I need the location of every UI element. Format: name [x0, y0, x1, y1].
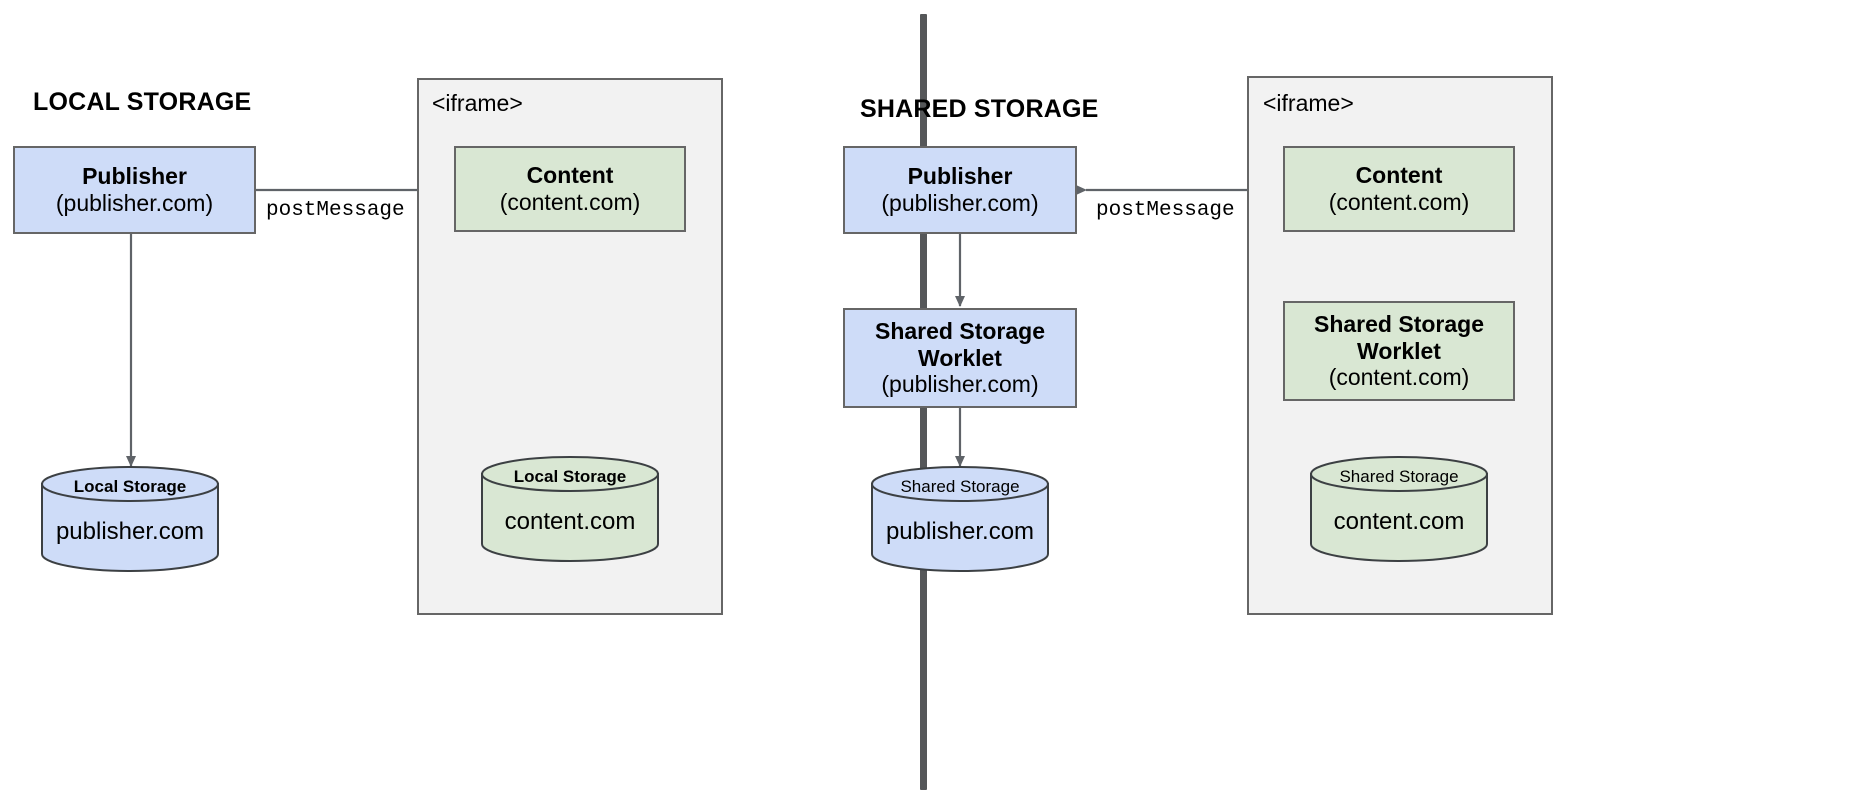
right-content-storage-cap: Shared Storage: [1339, 467, 1459, 486]
right-content-worklet-title: Shared Storage Worklet: [1314, 310, 1484, 364]
right-publisher-worklet-title: Shared Storage Worklet: [875, 317, 1045, 371]
right-content-title: Content: [1355, 162, 1443, 189]
right-publisher-node[interactable]: Publisher (publisher.com): [843, 146, 1077, 234]
left-content-storage-cylinder[interactable]: Local Storage content.com: [481, 456, 659, 562]
left-content-subtitle: (content.com): [499, 189, 641, 215]
left-section-title: LOCAL STORAGE: [33, 88, 252, 116]
right-publisher-storage-cylinder[interactable]: Shared Storage publisher.com: [871, 466, 1049, 572]
left-publisher-storage-cylinder[interactable]: Local Storage publisher.com: [41, 466, 219, 572]
right-publisher-subtitle: (publisher.com): [881, 190, 1039, 216]
right-content-storage-body: content.com: [1333, 508, 1465, 535]
left-publisher-subtitle: (publisher.com): [55, 190, 214, 216]
right-iframe-label: <iframe>: [1263, 90, 1354, 116]
left-content-node[interactable]: Content (content.com): [454, 146, 686, 232]
right-content-worklet-node[interactable]: Shared Storage Worklet (content.com): [1283, 301, 1515, 401]
left-content-storage-body: content.com: [504, 508, 636, 535]
left-content-storage-cap: Local Storage: [513, 467, 627, 486]
right-content-node[interactable]: Content (content.com): [1283, 146, 1515, 232]
right-publisher-worklet-node[interactable]: Shared Storage Worklet (publisher.com): [843, 308, 1077, 408]
left-postmessage-label: postMessage: [266, 199, 405, 222]
right-publisher-title: Publisher: [907, 163, 1013, 190]
left-publisher-storage-body: publisher.com: [55, 518, 205, 545]
left-publisher-node[interactable]: Publisher (publisher.com): [13, 146, 256, 234]
right-content-subtitle: (content.com): [1328, 189, 1470, 215]
right-publisher-worklet-subtitle: (publisher.com): [881, 371, 1039, 398]
left-content-title: Content: [526, 162, 614, 189]
right-publisher-storage-body: publisher.com: [885, 518, 1035, 545]
right-section-title: SHARED STORAGE: [860, 95, 1099, 123]
right-content-storage-cylinder[interactable]: Shared Storage content.com: [1310, 456, 1488, 562]
right-content-worklet-subtitle: (content.com): [1328, 364, 1470, 391]
right-postmessage-label: postMessage: [1096, 199, 1235, 222]
left-iframe-label: <iframe>: [432, 90, 523, 116]
right-publisher-storage-cap: Shared Storage: [900, 477, 1020, 496]
left-publisher-storage-cap: Local Storage: [73, 477, 187, 496]
left-publisher-title: Publisher: [82, 163, 187, 190]
